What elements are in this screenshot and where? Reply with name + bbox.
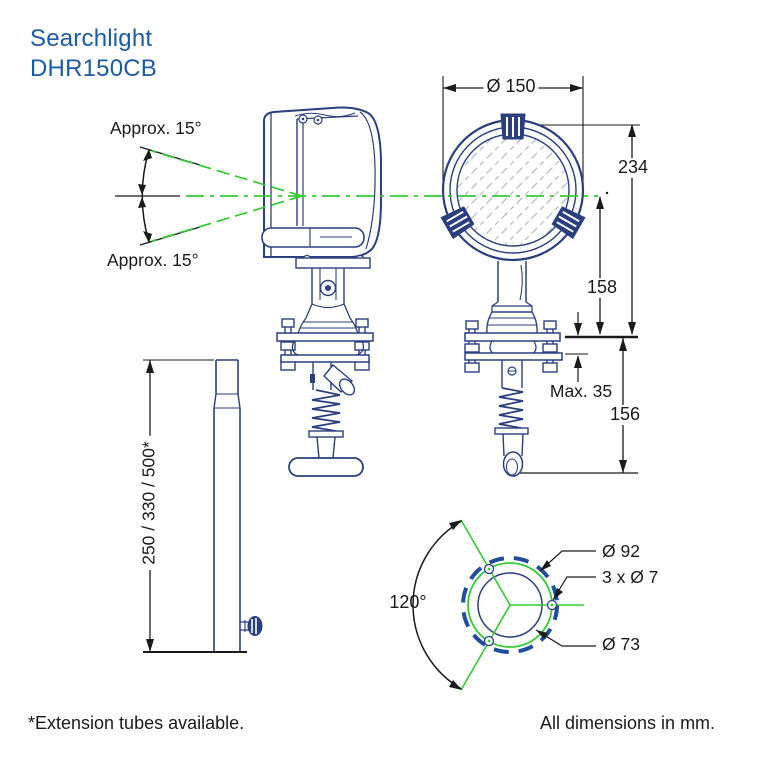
front-view bbox=[440, 76, 640, 477]
inner-circle-label: Ø 73 bbox=[602, 634, 640, 654]
holes-label: 3 x Ø 7 bbox=[602, 567, 659, 587]
product-title-line2: DHR150CB bbox=[30, 55, 157, 82]
lower-beam-line bbox=[151, 195, 303, 242]
hole-pattern-dimensions bbox=[412, 520, 596, 690]
beam-angle-top-label: Approx. 15° bbox=[110, 118, 202, 138]
beam-angle-bottom-label: Approx. 15° bbox=[107, 250, 199, 270]
units-note: All dimensions in mm. bbox=[540, 713, 716, 733]
axis-height-label: 158 bbox=[583, 277, 621, 298]
front-lens bbox=[441, 118, 585, 262]
upper-beam-line bbox=[151, 150, 303, 197]
total-height-label: 234 bbox=[614, 157, 652, 178]
tube-locking-knob bbox=[240, 616, 263, 636]
product-title-line1: Searchlight bbox=[30, 25, 153, 52]
side-view bbox=[261, 106, 382, 477]
extension-tube-view bbox=[143, 359, 263, 653]
footnote: *Extension tubes available. bbox=[28, 713, 245, 733]
lens-diameter-label: Ø 150 bbox=[483, 76, 539, 97]
spacing-angle-label: 120° bbox=[389, 592, 427, 612]
deck-max-label: Max. 35 bbox=[549, 381, 613, 401]
bolt-circle-label: Ø 92 bbox=[602, 541, 640, 561]
below-deck-label: 156 bbox=[606, 404, 644, 425]
clamp-top bbox=[500, 113, 526, 140]
t-handle bbox=[288, 457, 364, 477]
beam-lines bbox=[151, 150, 598, 242]
mounting-hole-pattern bbox=[412, 519, 596, 691]
bolt-holes bbox=[483, 563, 558, 647]
spring bbox=[311, 389, 341, 432]
front-lower-assembly bbox=[464, 261, 563, 477]
side-handle bbox=[261, 227, 365, 248]
tube-length-label: 250 / 330 / 500* bbox=[138, 436, 159, 570]
